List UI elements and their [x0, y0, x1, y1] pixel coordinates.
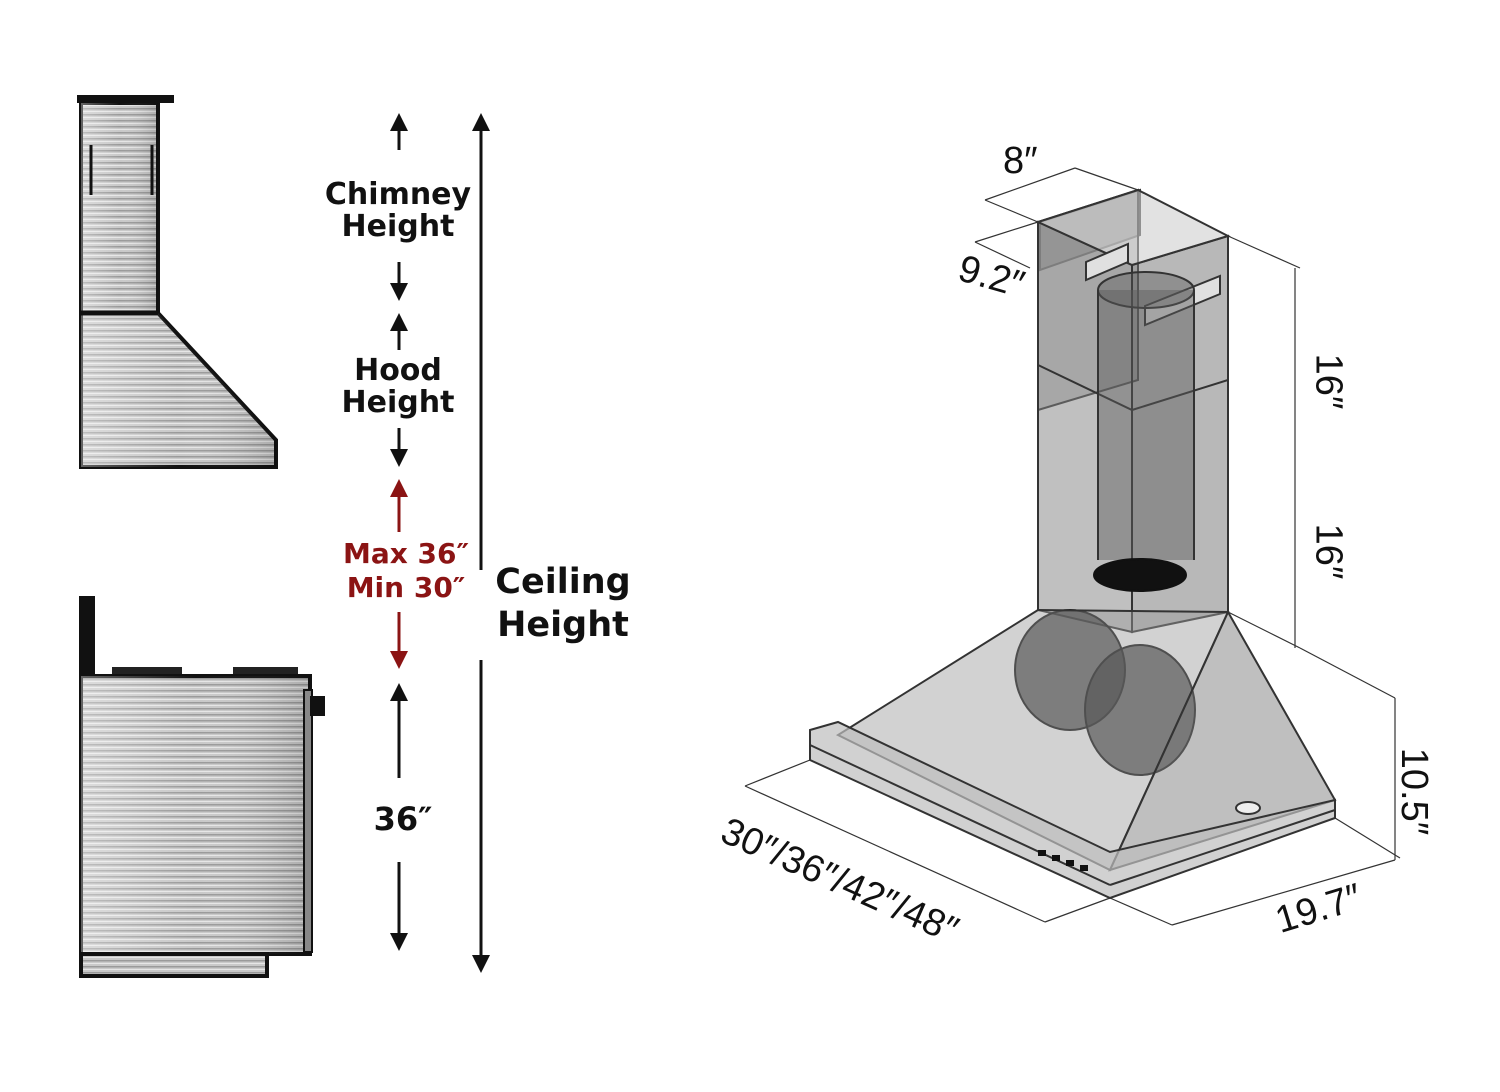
- range-height-label: 36″: [373, 800, 433, 838]
- isometric-dimension-lines: [744, 167, 1401, 926]
- hood-label-line2: Height: [341, 385, 455, 420]
- chimney-label-line1: Chimney: [324, 177, 472, 212]
- clearance-label: Max 36″ Min 30″: [326, 540, 486, 602]
- ceiling-label-line1: Ceiling: [495, 562, 631, 602]
- chimney-label-line2: Height: [341, 209, 455, 244]
- hood-height-dim-label: 10.5″: [1393, 747, 1436, 836]
- upper-chimney-height-label: 16″: [1307, 353, 1350, 410]
- chimney-width-label: 8″: [1003, 140, 1038, 182]
- clearance-max: Max 36″: [342, 537, 470, 570]
- ceiling-height-label: Ceiling Height: [488, 565, 638, 643]
- lower-chimney-height-label: 16″: [1307, 523, 1350, 580]
- ceiling-label-line2: Height: [497, 605, 629, 645]
- hood-shape: [79, 310, 278, 469]
- range-shape: [79, 596, 325, 978]
- hood-height-label: Hood Height: [318, 356, 478, 418]
- chimney-height-label: Chimney Height: [318, 180, 478, 242]
- hood-label-line1: Hood: [354, 353, 442, 388]
- chimney-shape: [77, 95, 174, 315]
- clearance-min: Min 30″: [346, 571, 466, 604]
- isometric-hood-drawing: [809, 188, 1337, 900]
